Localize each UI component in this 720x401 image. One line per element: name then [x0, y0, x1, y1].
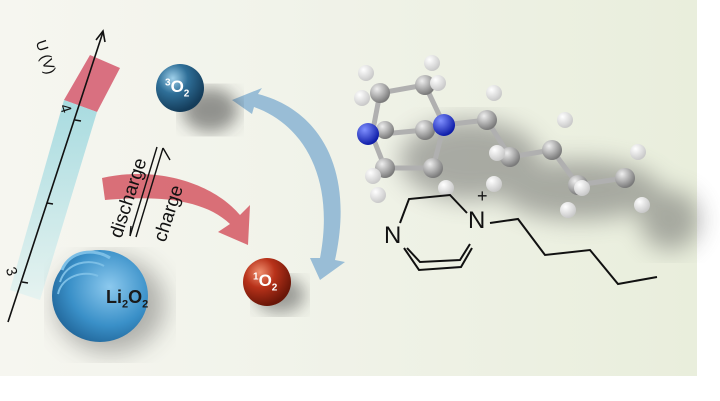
skeletal-formula	[399, 193, 658, 286]
singlet-oxygen-label: 1O2	[253, 271, 278, 294]
discharge-arrow	[102, 173, 250, 245]
triplet-oxygen-label: 3O2	[165, 77, 190, 100]
li2o2-particle	[52, 250, 148, 342]
conversion-arrow	[232, 88, 345, 280]
voltage-axis	[7, 29, 106, 323]
positive-charge-label: +	[477, 186, 488, 206]
carbon-atoms	[370, 75, 635, 195]
nitrogen-left-label: N	[384, 222, 402, 249]
nitrogen-atoms	[357, 114, 455, 145]
equilibrium-arrows	[129, 146, 171, 238]
hydrogen-atoms	[354, 55, 650, 218]
triplet-oxygen-sphere	[156, 64, 204, 112]
li2o2-label: Li2O2	[106, 287, 149, 311]
singlet-oxygen-sphere	[243, 258, 291, 306]
nitrogen-right-label: N	[468, 207, 486, 234]
